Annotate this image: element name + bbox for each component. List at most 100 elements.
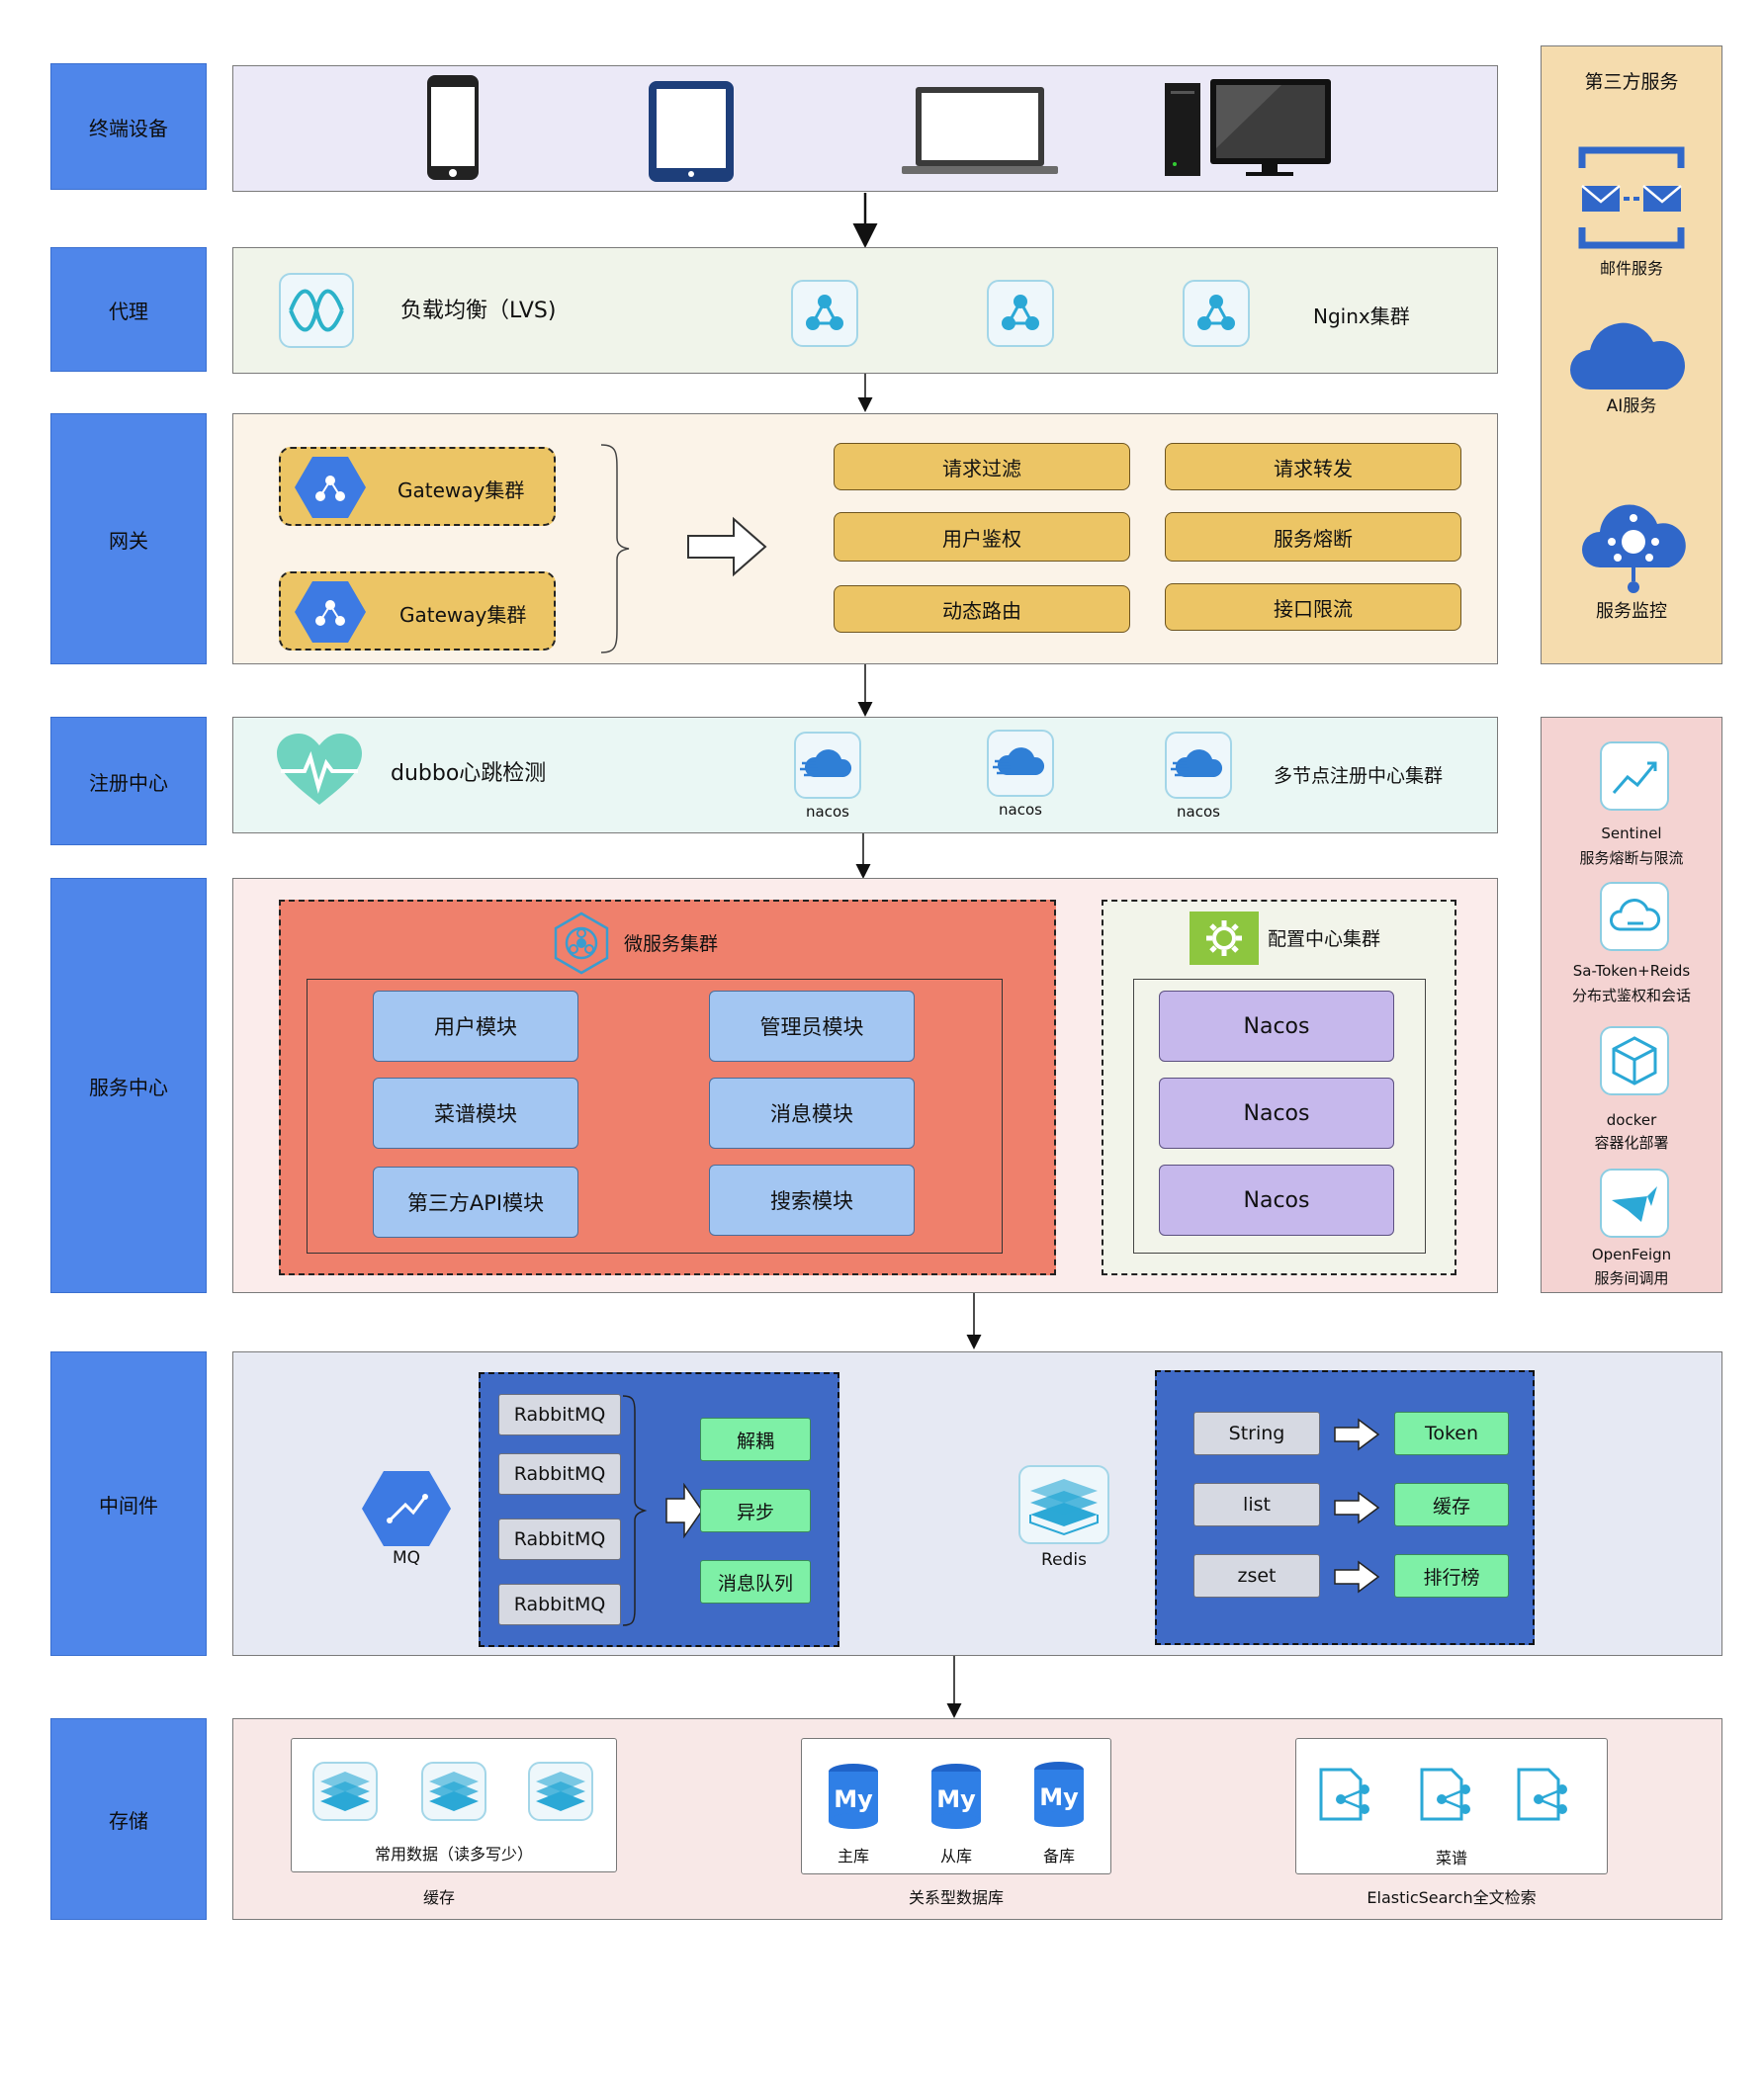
gateway-cluster-box: Gateway集群 (279, 571, 556, 651)
layer-label-proxy: 代理 (50, 247, 207, 372)
gateway-cluster-label: Gateway集群 (399, 603, 527, 627)
db-primary-label: 主库 (837, 1847, 869, 1866)
layer-label-text: 终端设备 (89, 116, 168, 140)
mail-service-icon (1578, 146, 1685, 249)
tool-desc: 服务熔断与限流 (1579, 849, 1684, 867)
nacos-node-label: nacos (1177, 803, 1220, 821)
monitor-cloud-icon (1582, 504, 1686, 593)
gateway-hexagon-icon (295, 457, 366, 518)
desktop-computer-icon (1165, 79, 1331, 176)
phone-icon (427, 75, 479, 180)
brace (600, 444, 630, 653)
registry-cluster-label: 多节点注册中心集群 (1274, 765, 1444, 787)
gateway-function-auth: 用户鉴权 (834, 512, 1130, 562)
db-replica-label: 从库 (939, 1847, 972, 1866)
rabbitmq-node: RabbitMQ (498, 1519, 621, 1560)
redis-use-cache: 缓存 (1394, 1483, 1509, 1526)
load-balancer-icon (279, 273, 354, 348)
elasticsearch-caption: ElasticSearch全文检索 (1367, 1888, 1537, 1907)
redis-use-token: Token (1394, 1412, 1509, 1455)
module-admin: 管理员模块 (709, 991, 915, 1062)
tool-name: Sa-Token+Reids (1572, 962, 1691, 980)
module-user: 用户模块 (373, 991, 578, 1062)
layer-label-text: 代理 (109, 299, 148, 323)
layer-label-gateway: 网关 (50, 413, 207, 664)
redis-use-leaderboard: 排行榜 (1394, 1554, 1509, 1598)
elasticsearch-share-icon (1420, 1768, 1470, 1821)
tool-desc: 容器化部署 (1594, 1134, 1669, 1152)
mysql-db-icon: My (1034, 1762, 1084, 1827)
mq-use-decouple: 解耦 (700, 1418, 811, 1461)
elasticsearch-share-icon (1319, 1768, 1369, 1821)
heartbeat-heart-icon (277, 734, 362, 805)
nacos-node-label: nacos (806, 803, 849, 821)
module-third-party-api: 第三方API模块 (373, 1167, 578, 1238)
nacos-cloud-icon (1165, 732, 1232, 799)
mysql-db-icon: My (931, 1764, 981, 1829)
sentinel-chart-icon (1600, 741, 1669, 811)
right-hollow-arrow-icon (687, 516, 767, 577)
nginx-node-icon (791, 280, 858, 347)
module-message: 消息模块 (709, 1078, 915, 1149)
microservice-biohazard-icon (554, 912, 609, 975)
redis-stack-icon (528, 1762, 593, 1821)
rabbitmq-node: RabbitMQ (498, 1453, 621, 1495)
white-right-arrow-icon (665, 1483, 703, 1538)
brace (622, 1395, 648, 1626)
ai-cloud-icon (1570, 322, 1685, 390)
sa-token-cloud-icon (1600, 882, 1669, 951)
svg-text:My: My (936, 1785, 976, 1813)
gateway-function-dynamic-routing: 动态路由 (834, 585, 1130, 633)
config-cluster-title: 配置中心集群 (1268, 928, 1381, 950)
tool-desc: 服务间调用 (1594, 1269, 1669, 1287)
elasticsearch-inner-label: 菜谱 (1435, 1849, 1467, 1867)
layer-label-text: 服务中心 (89, 1075, 168, 1099)
layer-label-text: 注册中心 (89, 770, 168, 795)
monitor-service-label: 服务监控 (1596, 601, 1667, 622)
svg-text:My: My (834, 1785, 873, 1813)
tool-name: docker (1606, 1111, 1657, 1129)
gateway-function-rate-limit: 接口限流 (1165, 583, 1461, 631)
layer-label-text: 中间件 (99, 1493, 158, 1518)
cache-caption: 缓存 (422, 1888, 455, 1907)
mq-label: MQ (392, 1548, 421, 1568)
module-search: 搜索模块 (709, 1165, 915, 1236)
layer-label-storage: 存储 (50, 1718, 207, 1920)
openfeign-bird-icon (1600, 1169, 1669, 1238)
rabbitmq-node: RabbitMQ (498, 1394, 621, 1435)
rabbitmq-node: RabbitMQ (498, 1584, 621, 1625)
white-right-arrow-icon (1334, 1491, 1380, 1524)
redis-type-string: String (1193, 1412, 1320, 1455)
redis-icon (1018, 1465, 1109, 1544)
laptop-icon (902, 87, 1058, 174)
white-right-arrow-icon (1334, 1418, 1380, 1451)
tool-desc: 分布式鉴权和会话 (1571, 987, 1691, 1004)
svg-text:My: My (1039, 1783, 1079, 1811)
layer-label-text: 存储 (109, 1808, 148, 1833)
gateway-hexagon-icon (295, 581, 366, 643)
redis-stack-icon (312, 1762, 378, 1821)
tablet-icon (649, 81, 734, 182)
nginx-node-icon (1183, 280, 1250, 347)
lvs-label: 负载均衡（LVS) (400, 299, 557, 323)
config-node-nacos: Nacos (1159, 991, 1394, 1062)
nacos-node-label: nacos (999, 801, 1042, 819)
redis-stack-icon (421, 1762, 486, 1821)
gateway-cluster-label: Gateway集群 (397, 478, 525, 502)
module-recipe: 菜谱模块 (373, 1078, 578, 1149)
registry-panel (232, 717, 1498, 833)
nginx-node-icon (987, 280, 1054, 347)
nacos-cloud-icon (794, 732, 861, 799)
cache-inner-label: 常用数据（读多写少） (374, 1845, 533, 1864)
redis-type-zset: zset (1193, 1554, 1320, 1598)
db-backup-label: 备库 (1042, 1847, 1075, 1866)
layer-label-middleware: 中间件 (50, 1351, 207, 1656)
docker-cube-icon (1600, 1026, 1669, 1095)
third-party-title: 第三方服务 (1584, 71, 1679, 93)
tool-name: OpenFeign (1591, 1246, 1672, 1263)
gateway-function-circuit-breaker: 服务熔断 (1165, 512, 1461, 562)
config-node-nacos: Nacos (1159, 1165, 1394, 1236)
mq-use-async: 异步 (700, 1489, 811, 1532)
proxy-panel (232, 247, 1498, 374)
mq-use-message-queue: 消息队列 (700, 1560, 811, 1604)
